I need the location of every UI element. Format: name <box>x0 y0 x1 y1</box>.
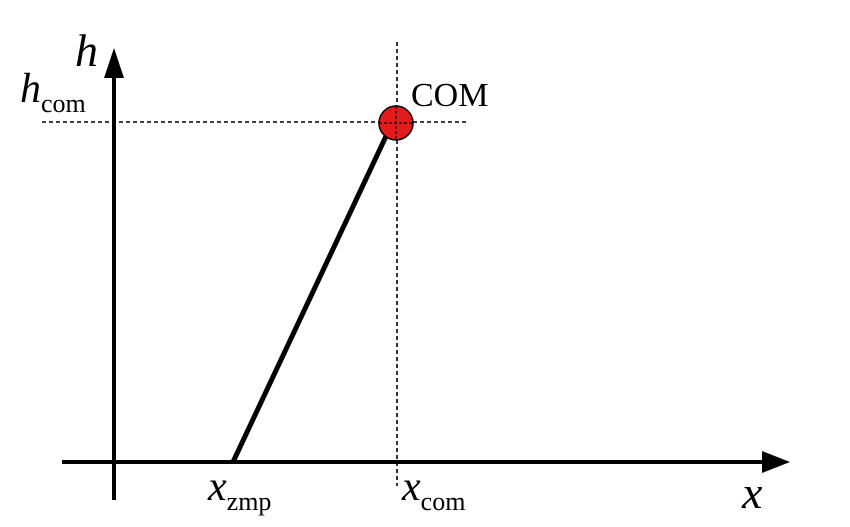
x-com-subscript: com <box>421 487 466 516</box>
x-zmp-subscript: zmp <box>227 487 272 516</box>
x-zmp-label: xzmp <box>207 464 271 516</box>
h-com-label: hcom <box>20 66 86 118</box>
h-com-subscript: com <box>41 89 86 118</box>
h-axis-label: h <box>75 25 98 76</box>
x-com-base: x <box>401 464 421 510</box>
x-zmp-base: x <box>207 464 227 510</box>
x-axis-arrowhead <box>762 451 790 473</box>
x-com-label: xcom <box>401 464 465 516</box>
h-com-base: h <box>20 66 41 112</box>
x-axis-label: x <box>741 467 763 518</box>
pendulum-leg <box>230 130 391 464</box>
com-label: COM <box>411 77 488 114</box>
h-axis-arrowhead <box>104 48 124 78</box>
